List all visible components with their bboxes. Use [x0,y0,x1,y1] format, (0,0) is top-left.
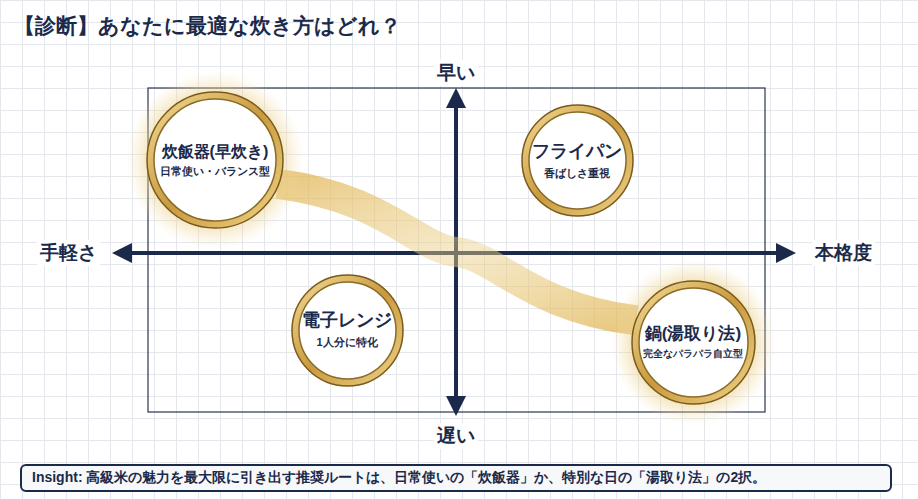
gold-glow [126,71,304,249]
white-disc [529,112,626,209]
white-disc [299,282,396,379]
method-name: 電子レンジ [302,310,392,332]
method-note: 1人分に特化 [316,335,377,349]
method-circle: フライパン香ばしさ重視 [521,104,634,217]
plot-frame [148,88,765,412]
method-name: 炊飯器(早炊き) [162,141,269,161]
method-note: 完全なパラパラ自立型 [643,348,743,361]
method-circle: 炊飯器(早炊き) 日常使い・バランス型 [146,91,284,229]
diagram-title: 【診断】あなたに最適な炊き方はどれ？ [14,12,401,40]
axis-label: 早い [434,60,478,86]
caption-text: Insight: 高級米の魅力を最大限に引き出す推奨ルートは、日常使いの「炊飯器… [32,469,766,487]
gold-ring [147,92,283,228]
white-disc [154,99,276,221]
method-note: 日常使い・バランス型 [160,165,270,179]
gold-ring [522,105,633,216]
method-circle: 電子レンジ 1人分に特化 [291,274,404,387]
insight-box: Insight: 高級米の魅力を最大限に引き出す推奨ルートは、日常使いの「炊飯器… [20,464,892,492]
method-note: 香ばしさ重視 [544,166,610,180]
white-disc [639,288,748,397]
method-circle: 鍋(湯取り法) 完全なパラパラ自立型 [631,280,756,405]
gold-ring [632,281,755,404]
axis-label: 手軽さ [37,240,100,266]
axis-label: 遅い [434,423,478,449]
method-name: 鍋(湯取り法) [645,323,741,345]
method-name: フライパン [532,140,622,162]
gold-glow [611,260,776,425]
axis-label: 本格度 [812,240,875,266]
gold-ring [292,275,403,386]
